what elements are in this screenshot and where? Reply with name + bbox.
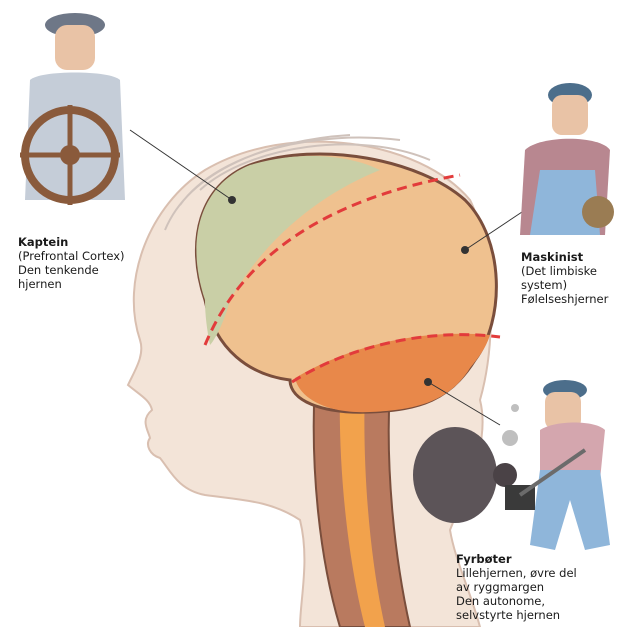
- kaptein-dot: [228, 196, 236, 204]
- fyrboter-title: Fyrbøter: [456, 552, 577, 566]
- fyrboter-line: Den autonome,: [456, 594, 577, 608]
- maskinist-line: Følelseshjerner: [521, 292, 608, 306]
- fyrboter-label: Fyrbøter Lillehjernen, øvre del av ryggm…: [456, 552, 577, 622]
- maskinist-label: Maskinist (Det limbiske system) Følelses…: [521, 250, 608, 306]
- machinist-illustration: [520, 83, 614, 235]
- kaptein-line: (Prefrontal Cortex): [18, 249, 125, 263]
- maskinist-line: system): [521, 278, 608, 292]
- kaptein-line: hjernen: [18, 277, 125, 291]
- fyrboter-dot: [424, 378, 432, 386]
- kaptein-label: Kaptein (Prefrontal Cortex) Den tenkende…: [18, 235, 125, 291]
- captain-illustration: [20, 13, 125, 205]
- maskinist-title: Maskinist: [521, 250, 608, 264]
- fyrboter-line: selvstyrte hjernen: [456, 608, 577, 622]
- maskinist-line: (Det limbiske: [521, 264, 608, 278]
- fyrboter-line: Lillehjernen, øvre del: [456, 566, 577, 580]
- kaptein-title: Kaptein: [18, 235, 125, 249]
- maskinist-dot: [461, 246, 469, 254]
- kaptein-line: Den tenkende: [18, 263, 125, 277]
- fyrboter-line: av ryggmargen: [456, 580, 577, 594]
